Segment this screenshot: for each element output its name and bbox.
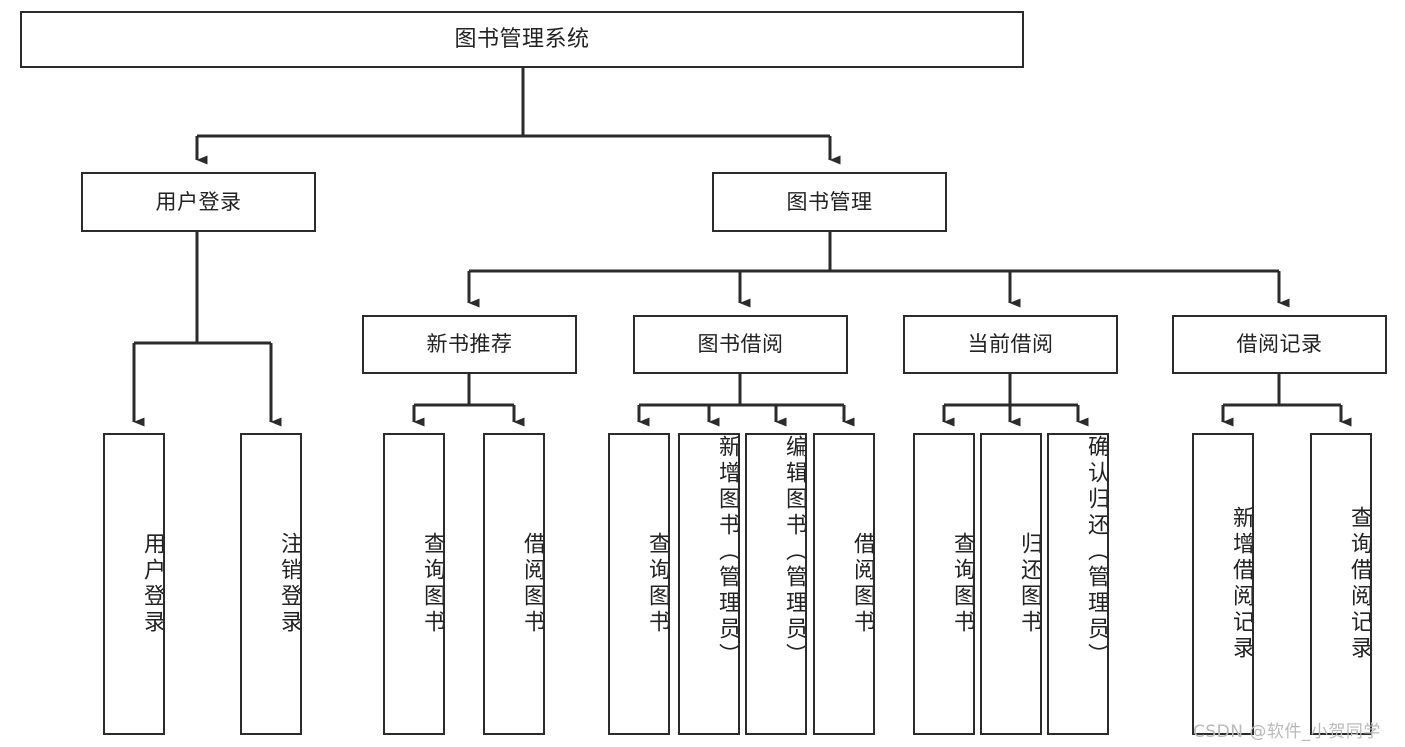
- node-label: 当前借阅: [967, 332, 1054, 357]
- edge-records-to-leaves: [1221, 374, 1352, 427]
- node-user-login[interactable]: 用户登录: [81, 172, 316, 232]
- node-label: 借阅记录: [1236, 332, 1323, 357]
- node-label: 注销登录: [277, 532, 302, 636]
- node-label: 新增借阅记录: [1229, 506, 1254, 662]
- leaf-logout[interactable]: 注销登录: [240, 433, 302, 735]
- edge-new-book-to-leaves: [412, 374, 525, 427]
- leaf-borrow-book-recommend[interactable]: 借阅图书: [483, 433, 545, 735]
- node-label: 借阅图书: [520, 532, 545, 636]
- leaf-borrow-book[interactable]: 借阅图书: [813, 433, 875, 735]
- node-root-system[interactable]: 图书管理系统: [20, 11, 1024, 68]
- node-book-management[interactable]: 图书管理: [712, 172, 947, 232]
- node-label: 查询图书: [645, 532, 670, 636]
- node-label: 图书管理: [786, 189, 873, 214]
- leaf-add-borrow-record[interactable]: 新增借阅记录: [1192, 433, 1254, 735]
- leaf-return-book[interactable]: 归还图书: [980, 433, 1042, 735]
- leaf-query-book-recommend[interactable]: 查询图书: [383, 433, 445, 735]
- node-label: 查询图书: [950, 532, 975, 636]
- node-current-borrow[interactable]: 当前借阅: [903, 315, 1118, 374]
- node-label: 图书借阅: [697, 332, 784, 357]
- node-label: 编辑图书（管理员）: [782, 435, 807, 669]
- leaf-confirm-return-admin[interactable]: 确认归还（管理员）: [1047, 433, 1109, 735]
- edge-borrow-to-leaves: [637, 374, 855, 427]
- edge-level2-book-to-level3: [467, 232, 1290, 308]
- leaf-user-login[interactable]: 用户登录: [103, 433, 165, 735]
- node-label: 查询借阅记录: [1347, 506, 1372, 662]
- edge-current-borrow-to-leaves: [942, 374, 1089, 427]
- leaf-query-book-current[interactable]: 查询图书: [913, 433, 975, 735]
- edge-root-to-level2: [195, 68, 841, 165]
- node-label: 用户登录: [155, 189, 242, 214]
- edge-user-login-to-leaves: [132, 232, 282, 427]
- node-book-borrow[interactable]: 图书借阅: [633, 315, 848, 374]
- leaf-query-borrow-record[interactable]: 查询借阅记录: [1310, 433, 1372, 735]
- watermark-text: CSDN @软件_小贺同学: [1193, 722, 1381, 742]
- leaf-query-book-borrow[interactable]: 查询图书: [608, 433, 670, 735]
- leaf-edit-book-admin[interactable]: 编辑图书（管理员）: [745, 433, 807, 735]
- node-label: 查询图书: [420, 532, 445, 636]
- node-borrow-records[interactable]: 借阅记录: [1172, 315, 1387, 374]
- node-new-book-recommend[interactable]: 新书推荐: [362, 315, 577, 374]
- node-label: 用户登录: [140, 532, 165, 636]
- node-label: 借阅图书: [850, 532, 875, 636]
- node-label: 新增图书（管理员）: [715, 435, 740, 669]
- node-label: 确认归还（管理员）: [1084, 435, 1109, 669]
- node-label: 归还图书: [1017, 532, 1042, 636]
- node-label: 图书管理系统: [454, 26, 590, 52]
- node-label: 新书推荐: [426, 332, 513, 357]
- leaf-add-book-admin[interactable]: 新增图书（管理员）: [678, 433, 740, 735]
